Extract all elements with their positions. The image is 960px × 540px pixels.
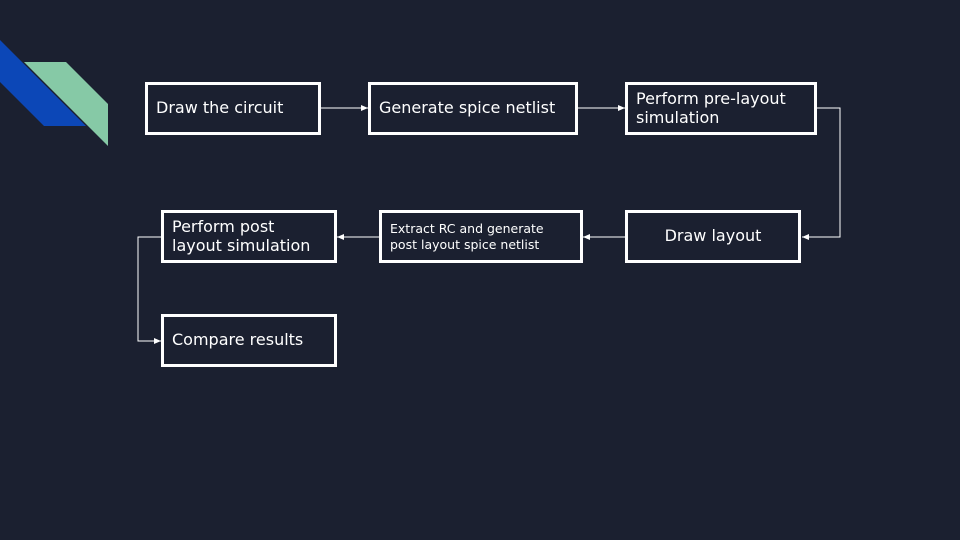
step-draw-circuit-label: Draw the circuit [156, 98, 284, 118]
step-draw-layout: Draw layout [625, 210, 801, 263]
step-compare-results-label: Compare results [172, 330, 304, 350]
step-extract-rc-label: Extract RC and generate post layout spic… [390, 220, 544, 252]
decoration-green-stripe [24, 62, 108, 146]
step-extract-rc: Extract RC and generate post layout spic… [379, 210, 583, 263]
step-post-layout-simulation-label: Perform post layout simulation [172, 217, 311, 255]
step-draw-layout-label: Draw layout [664, 226, 762, 246]
step-generate-netlist-label: Generate spice netlist [379, 98, 556, 118]
step-pre-layout-simulation: Perform pre-layout simulation [625, 82, 817, 135]
step-pre-layout-simulation-label: Perform pre-layout simulation [636, 89, 786, 127]
step-post-layout-simulation: Perform post layout simulation [161, 210, 337, 263]
step-compare-results: Compare results [161, 314, 337, 367]
arrow-postlayout-to-compare [137, 236, 161, 344]
step-generate-netlist: Generate spice netlist [368, 82, 578, 135]
decoration-blue-stripe [0, 40, 86, 126]
arrow-prelayout-to-layout [802, 107, 841, 240]
step-draw-circuit: Draw the circuit [145, 82, 321, 135]
corner-decoration [0, 40, 108, 146]
